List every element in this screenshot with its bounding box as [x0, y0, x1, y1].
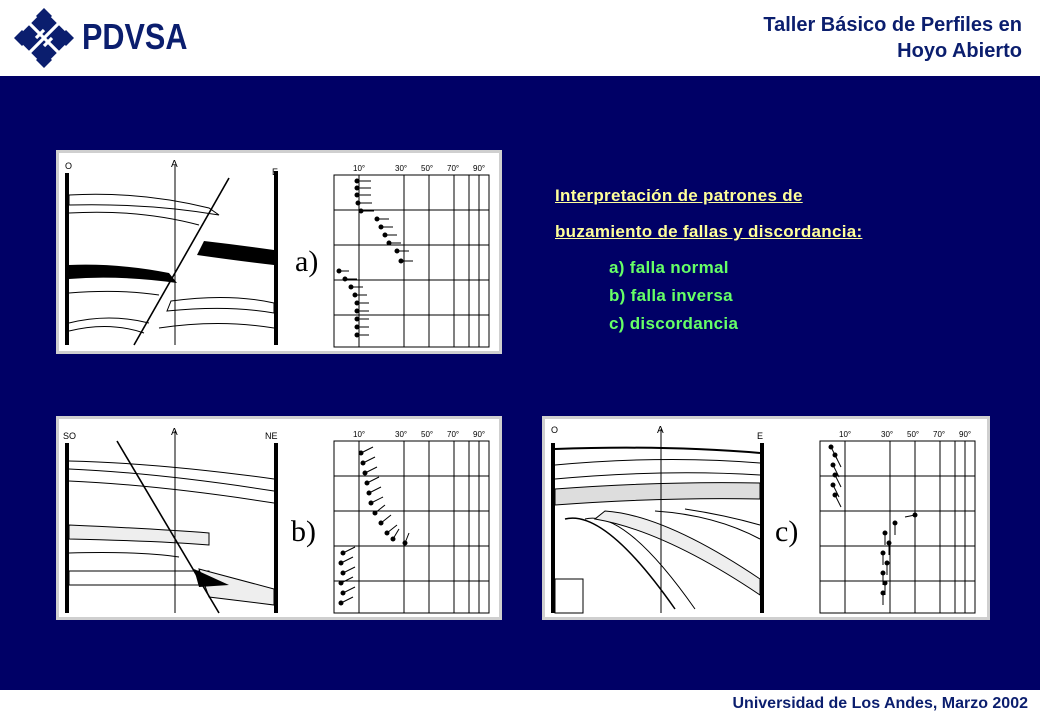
svg-text:SO: SO [63, 431, 76, 441]
figure-b-label: b) [291, 515, 316, 548]
svg-text:O: O [65, 161, 72, 171]
interpretation-title-line-2: buzamiento de fallas y discordancia: [555, 222, 863, 241]
svg-text:70°: 70° [447, 430, 459, 439]
svg-text:30°: 30° [395, 430, 407, 439]
svg-text:70°: 70° [447, 164, 459, 173]
pdvsa-logo-icon [12, 6, 76, 70]
figure-c-label: c) [775, 515, 799, 548]
interpretation-item-reverse-fault: b) falla inversa [609, 286, 733, 305]
svg-text:90°: 90° [959, 430, 971, 439]
svg-text:E: E [757, 431, 763, 441]
svg-text:10°: 10° [353, 430, 365, 439]
interpretation-item-unconformity: c) discordancia [609, 314, 739, 333]
svg-text:30°: 30° [395, 164, 407, 173]
footer-bar: Universidad de Los Andes, Marzo 2002 [0, 690, 1040, 720]
svg-text:90°: 90° [473, 430, 485, 439]
interpretation-title-line-1: Interpretación de patrones de [555, 186, 803, 205]
svg-text:A: A [171, 159, 178, 170]
page-title: Taller Básico de Perfiles en Hoyo Abiert… [763, 12, 1022, 64]
svg-text:A: A [657, 425, 664, 436]
svg-text:10°: 10° [353, 164, 365, 173]
svg-text:50°: 50° [421, 430, 433, 439]
figure-a-normal-fault: O E A 10° [56, 150, 502, 354]
figure-c-unconformity: O E A 10° 30° 50° 70° [542, 416, 990, 620]
interpretation-item-normal-fault: a) falla normal [609, 258, 729, 277]
svg-text:90°: 90° [473, 164, 485, 173]
title-line-1: Taller Básico de Perfiles en [763, 14, 1022, 36]
svg-text:O: O [551, 425, 558, 435]
interpretation-list: a) falla normal b) falla inversa c) disc… [609, 254, 995, 338]
svg-text:30°: 30° [881, 430, 893, 439]
figure-b-drawing: SO NE A 10° 30° 50° 70° 9 [63, 427, 490, 614]
interpretation-block: Interpretación de patrones de buzamiento… [555, 178, 995, 338]
figure-b-reverse-fault: SO NE A 10° 30° 50° 70° 9 [56, 416, 502, 620]
svg-text:70°: 70° [933, 430, 945, 439]
svg-text:10°: 10° [839, 430, 851, 439]
figure-a-label: a) [295, 245, 319, 278]
figure-a-drawing: O E A 10° [65, 159, 490, 348]
footer-credit: Universidad de Los Andes, Marzo 2002 [732, 695, 1029, 712]
header-bar: PDVSA Taller Básico de Perfiles en Hoyo … [0, 0, 1040, 76]
title-line-2: Hoyo Abierto [897, 40, 1022, 62]
svg-text:50°: 50° [907, 430, 919, 439]
svg-text:A: A [171, 427, 178, 438]
svg-text:50°: 50° [421, 164, 433, 173]
brand-name: PDVSA [82, 16, 188, 57]
svg-text:NE: NE [265, 431, 278, 441]
figure-c-drawing: O E A 10° 30° 50° 70° [551, 425, 976, 614]
